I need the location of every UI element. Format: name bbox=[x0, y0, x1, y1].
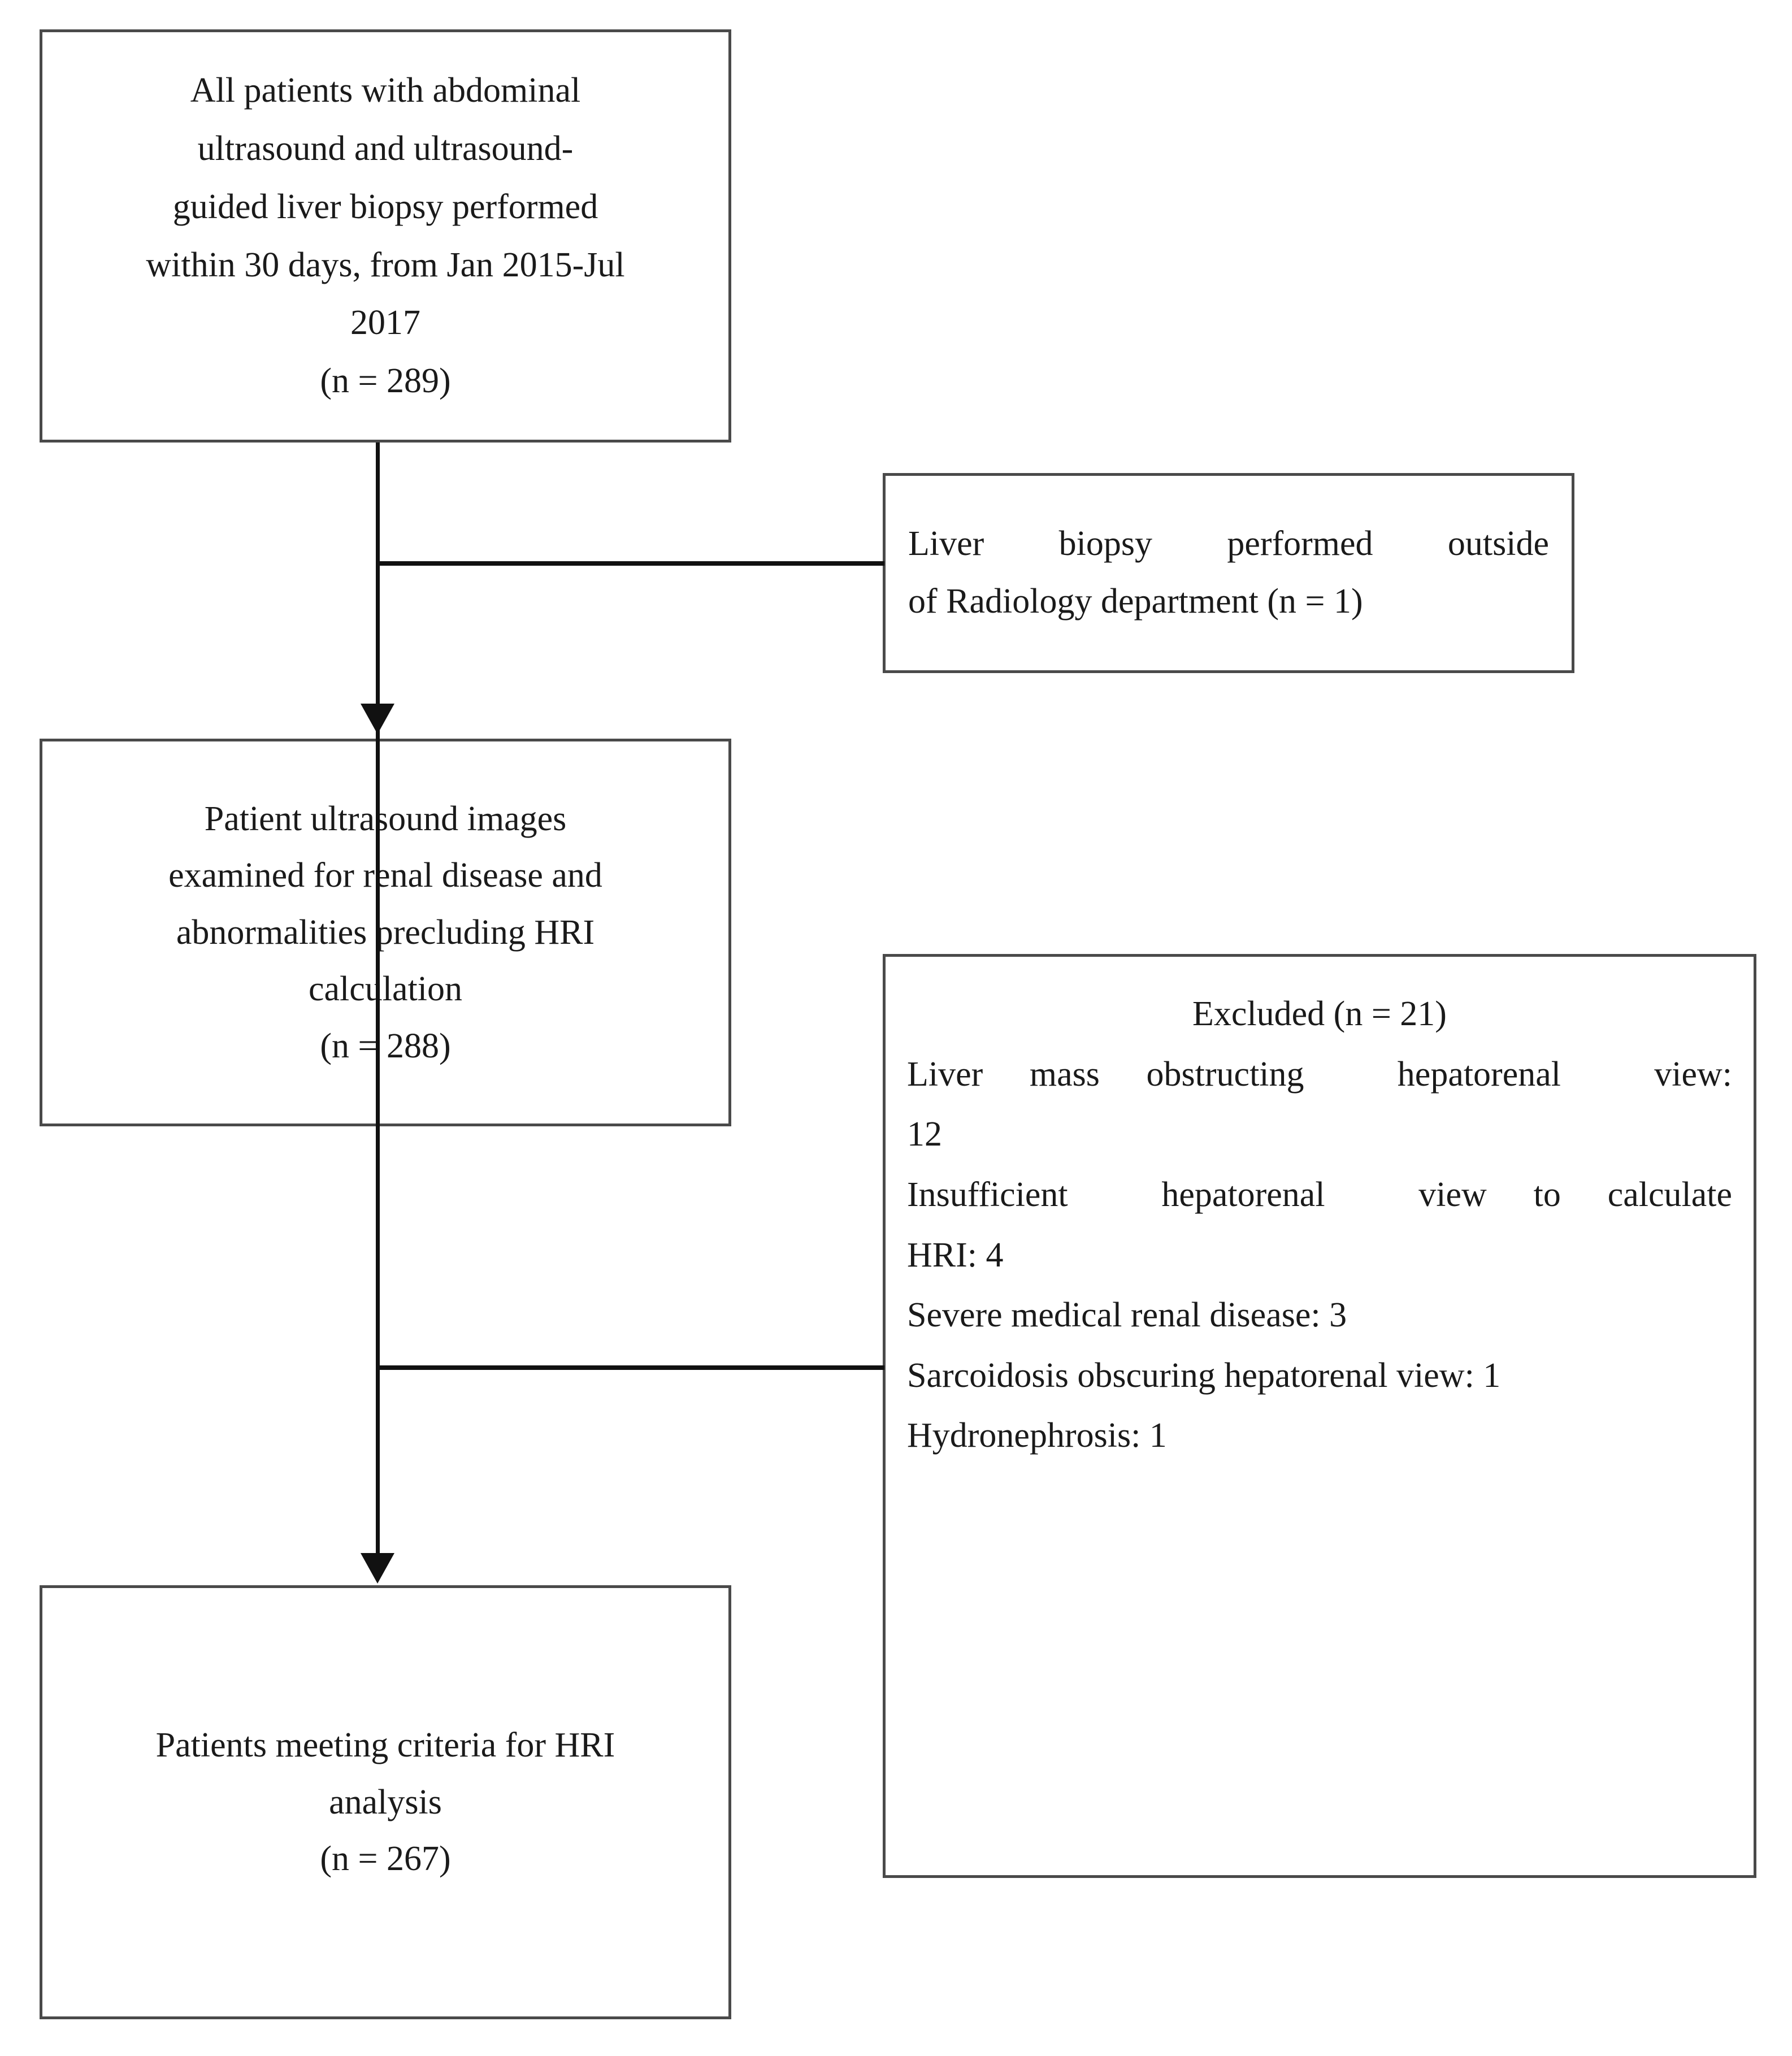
node-final-line-2: analysis bbox=[329, 1782, 442, 1821]
node-screened-population: Patient ultrasound images examined for r… bbox=[40, 739, 731, 1126]
node-excluded-reasons-line-3: Insufficient hepatorenal view to calcula… bbox=[907, 1175, 1732, 1214]
node-source-line-1: All patients with abdominal bbox=[190, 71, 581, 110]
node-excluded-outside-line-2: of Radiology department (n = 1) bbox=[908, 582, 1363, 621]
node-excluded-outside-line-1: Liver biopsy performed outside bbox=[908, 524, 1549, 563]
connector-horizontal-to-excluded-outside bbox=[376, 561, 884, 566]
connector-horizontal-to-excluded-reasons bbox=[376, 1365, 884, 1370]
node-source-population: All patients with abdominal ultrasound a… bbox=[40, 29, 731, 443]
node-screened-line-1: Patient ultrasound images bbox=[204, 799, 567, 838]
node-excluded-reasons: Excluded (n = 21) Liver mass obstructing… bbox=[883, 954, 1756, 1878]
node-screened-text: Patient ultrasound images examined for r… bbox=[62, 791, 709, 1074]
node-excluded-reasons-line-2: 12 bbox=[907, 1115, 942, 1154]
node-excluded-reasons-line-7: Hydronephrosis: 1 bbox=[907, 1416, 1167, 1455]
node-screened-line-3: abnormalities precluding HRI bbox=[176, 913, 595, 952]
node-screened-line-4: calculation bbox=[309, 970, 462, 1009]
node-excluded-reasons-line-5: Severe medical renal disease: 3 bbox=[907, 1296, 1347, 1335]
arrowhead-to-final-cohort bbox=[361, 1553, 394, 1584]
node-source-line-4: within 30 days, from Jan 2015-Jul bbox=[146, 245, 625, 284]
node-final-line-1: Patients meeting criteria for HRI bbox=[155, 1726, 615, 1765]
node-excluded-biopsy-outside-radiology: Liver biopsy performed outside of Radiol… bbox=[883, 473, 1574, 673]
node-excluded-reasons-text: Excluded (n = 21) Liver mass obstructing… bbox=[907, 957, 1732, 1466]
arrowhead-to-screened bbox=[361, 704, 394, 734]
node-source-line-3: guided liver biopsy performed bbox=[172, 187, 598, 226]
node-excluded-reasons-line-4: HRI: 4 bbox=[907, 1235, 1004, 1274]
node-final-text: Patients meeting criteria for HRI analys… bbox=[62, 1717, 709, 1887]
node-screened-count: (n = 288) bbox=[320, 1026, 451, 1065]
node-excluded-outside-text: Liver biopsy performed outside of Radiol… bbox=[908, 515, 1549, 630]
node-excluded-reasons-heading: Excluded (n = 21) bbox=[1192, 995, 1447, 1033]
node-source-count: (n = 289) bbox=[320, 362, 451, 401]
node-final-cohort: Patients meeting criteria for HRI analys… bbox=[40, 1585, 731, 2019]
connector-vertical-main bbox=[376, 443, 380, 1573]
node-final-count: (n = 267) bbox=[320, 1840, 451, 1879]
node-source-line-5: 2017 bbox=[350, 303, 420, 342]
node-screened-line-2: examined for renal disease and bbox=[168, 856, 602, 895]
node-excluded-reasons-line-1: Liver mass obstructing hepatorenal view: bbox=[907, 1055, 1732, 1094]
node-source-line-2: ultrasound and ultrasound- bbox=[197, 129, 574, 168]
node-source-text: All patients with abdominal ultrasound a… bbox=[62, 62, 709, 410]
node-excluded-reasons-line-6: Sarcoidosis obscuring hepatorenal view: … bbox=[907, 1356, 1501, 1395]
